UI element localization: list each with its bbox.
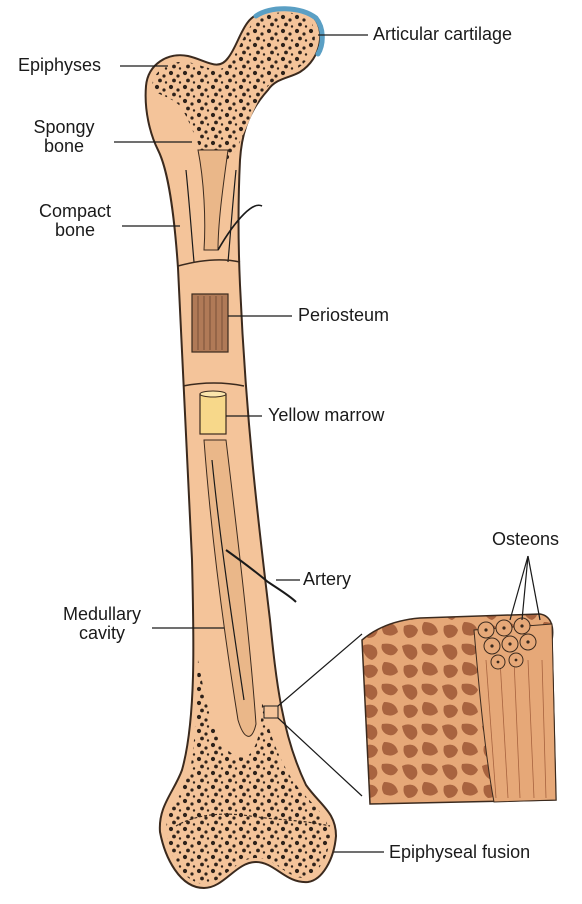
label-spongy-line-2: bone bbox=[24, 137, 104, 156]
label-epiphyses: Epiphyses bbox=[18, 56, 101, 75]
femur-outline bbox=[146, 9, 336, 888]
label-yellow-marrow: Yellow marrow bbox=[268, 406, 384, 425]
detail-marker bbox=[264, 706, 278, 718]
label-artery: Artery bbox=[303, 570, 351, 589]
label-epiphyseal-fusion: Epiphyseal fusion bbox=[389, 843, 530, 862]
label-medullary-cavity: Medullary cavity bbox=[52, 605, 152, 643]
label-osteons: Osteons bbox=[492, 530, 559, 549]
label-compact-line-2: bone bbox=[30, 221, 120, 240]
yellow-marrow-plug bbox=[200, 394, 226, 434]
label-periosteum: Periosteum bbox=[298, 306, 389, 325]
detail-block bbox=[362, 614, 556, 804]
label-spongy-line-1: Spongy bbox=[24, 118, 104, 137]
label-spongy-bone: Spongy bone bbox=[24, 118, 104, 156]
label-medullary-line-1: Medullary bbox=[52, 605, 152, 624]
label-compact-line-1: Compact bbox=[30, 202, 120, 221]
label-compact-bone: Compact bone bbox=[30, 202, 120, 240]
label-articular-cartilage: Articular cartilage bbox=[373, 25, 512, 44]
label-medullary-line-2: cavity bbox=[52, 624, 152, 643]
